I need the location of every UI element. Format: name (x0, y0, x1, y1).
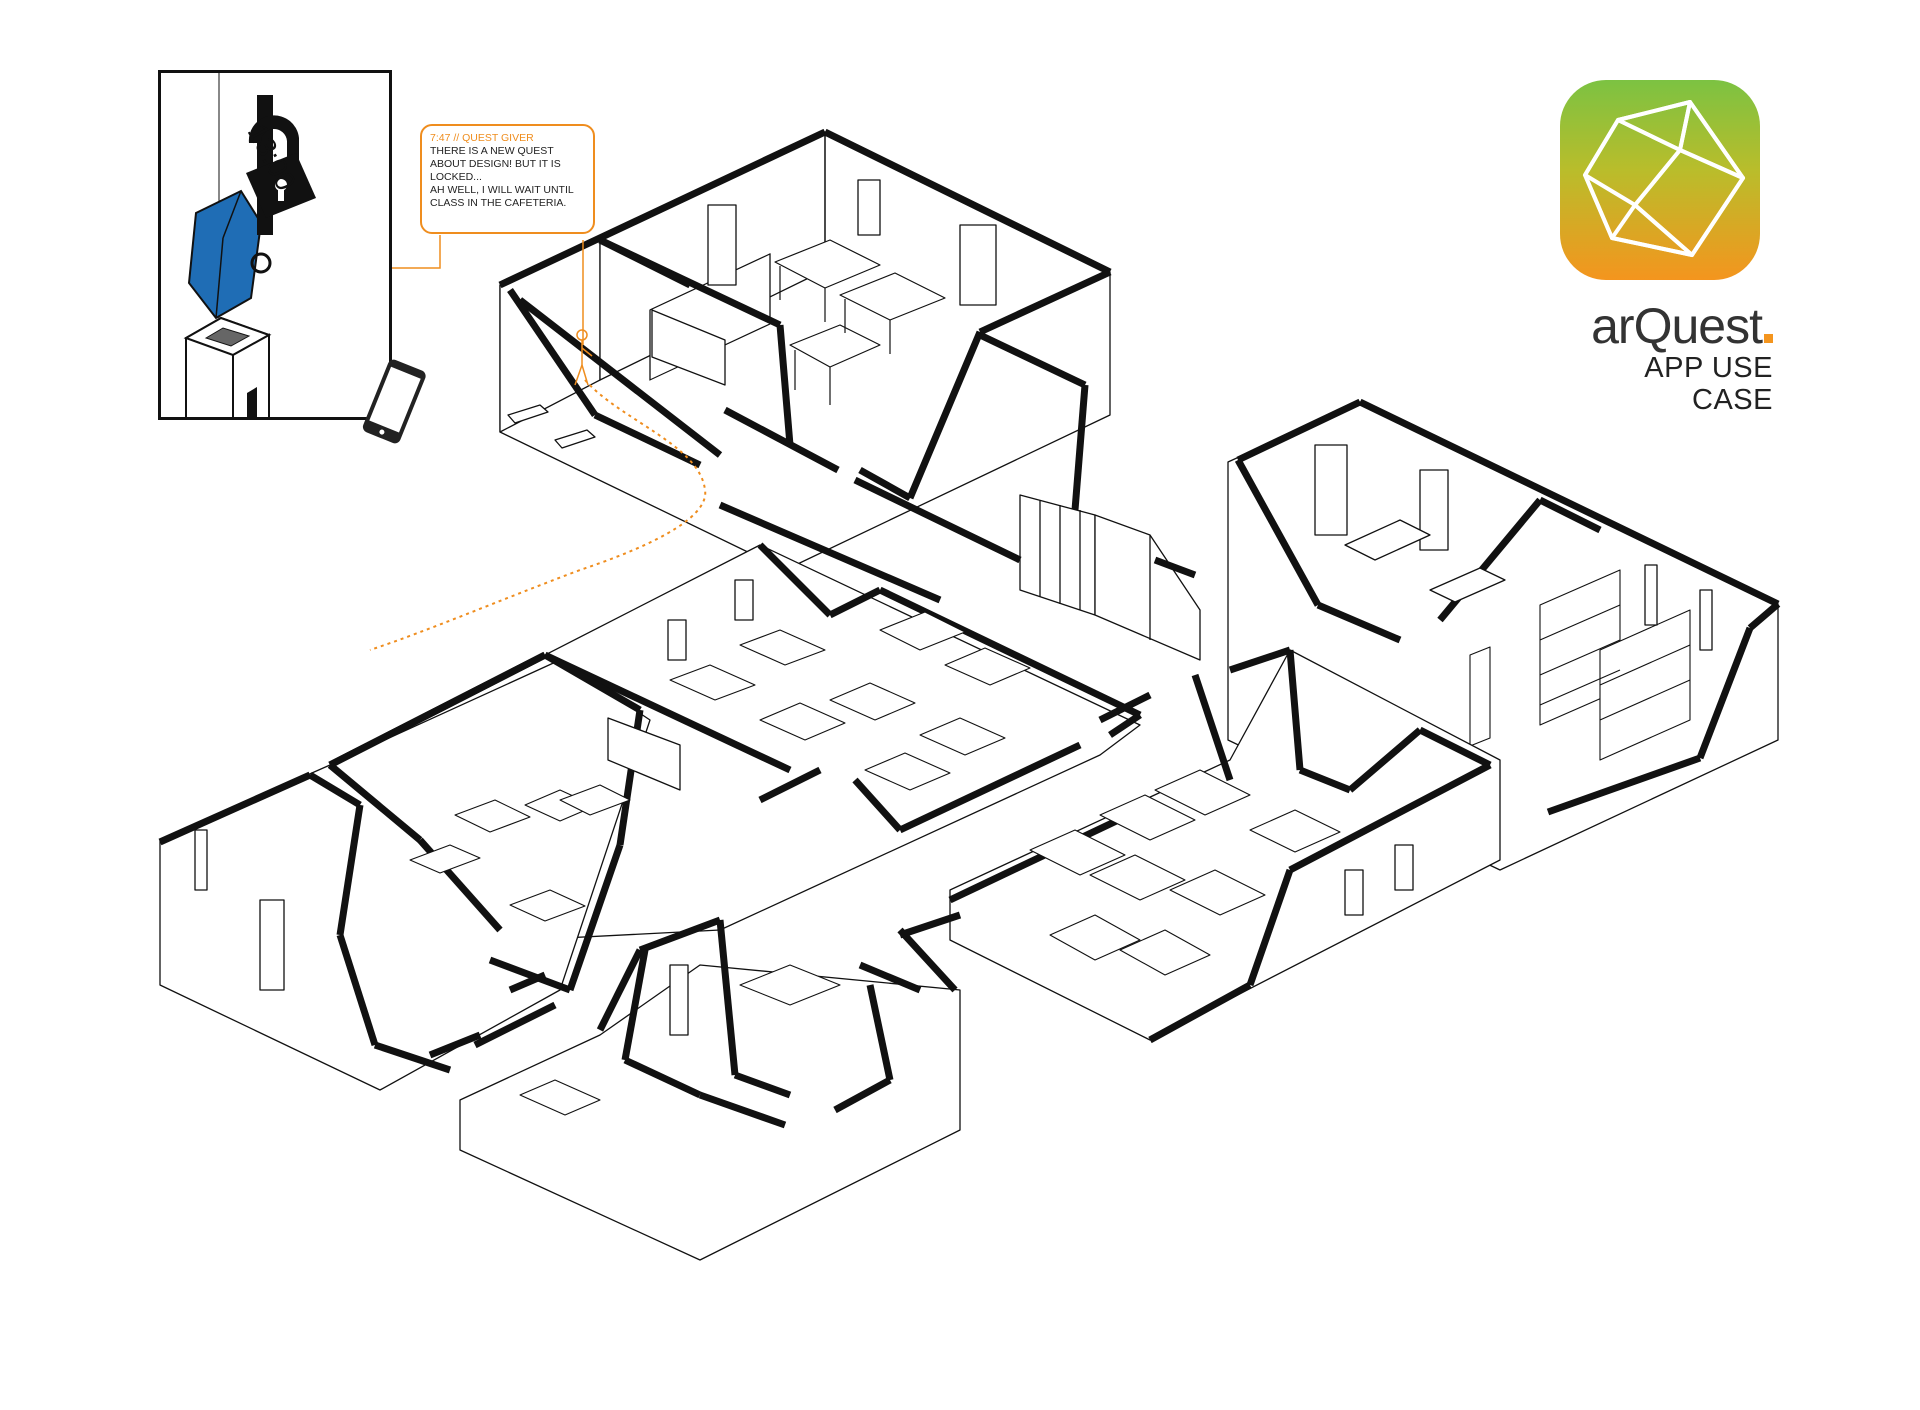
top-building (498, 128, 1112, 571)
brand-dot (1764, 334, 1773, 343)
inset-drawing (183, 73, 316, 417)
brand-name: arQuest (1563, 300, 1773, 352)
brand-name-main: Quest (1633, 298, 1763, 354)
inset-leader-line (392, 235, 441, 269)
brand-subtitle: APP USE CASE (1644, 352, 1773, 416)
quest-message-line: ABOUT DESIGN! BUT IT IS (430, 158, 561, 170)
quest-inset-panel: 13:00 (158, 70, 392, 420)
quest-message-line: AH WELL, I WILL WAIT UNTIL (430, 184, 574, 196)
padlock-icon (246, 95, 316, 235)
restroom-building (459, 916, 961, 1261)
brand-name-prefix: ar (1591, 298, 1634, 354)
icosahedron-icon (1583, 100, 1745, 257)
quest-message-line: LOCKED... (430, 171, 482, 183)
quest-message-line: THERE IS A NEW QUEST (430, 145, 554, 157)
quest-message-line: CLASS IN THE CAFETERIA. (430, 197, 567, 209)
quest-message-header: 7:47 // QUEST GIVER (430, 132, 534, 144)
quest-marker-icon (187, 189, 263, 320)
classroom-right (948, 646, 1501, 1044)
corridor-walls (428, 406, 1197, 1059)
smartphone-icon (362, 359, 426, 444)
staircase (1019, 494, 1201, 661)
brand-block: arQuest APP USE CASE (1563, 300, 1773, 416)
walking-path (369, 379, 707, 651)
quest-message-bubble: 7:47 // QUEST GIVER THERE IS A NEW QUEST… (420, 124, 595, 234)
quest-giver-figure (574, 329, 593, 386)
arquest-logo-icon (1560, 80, 1760, 280)
